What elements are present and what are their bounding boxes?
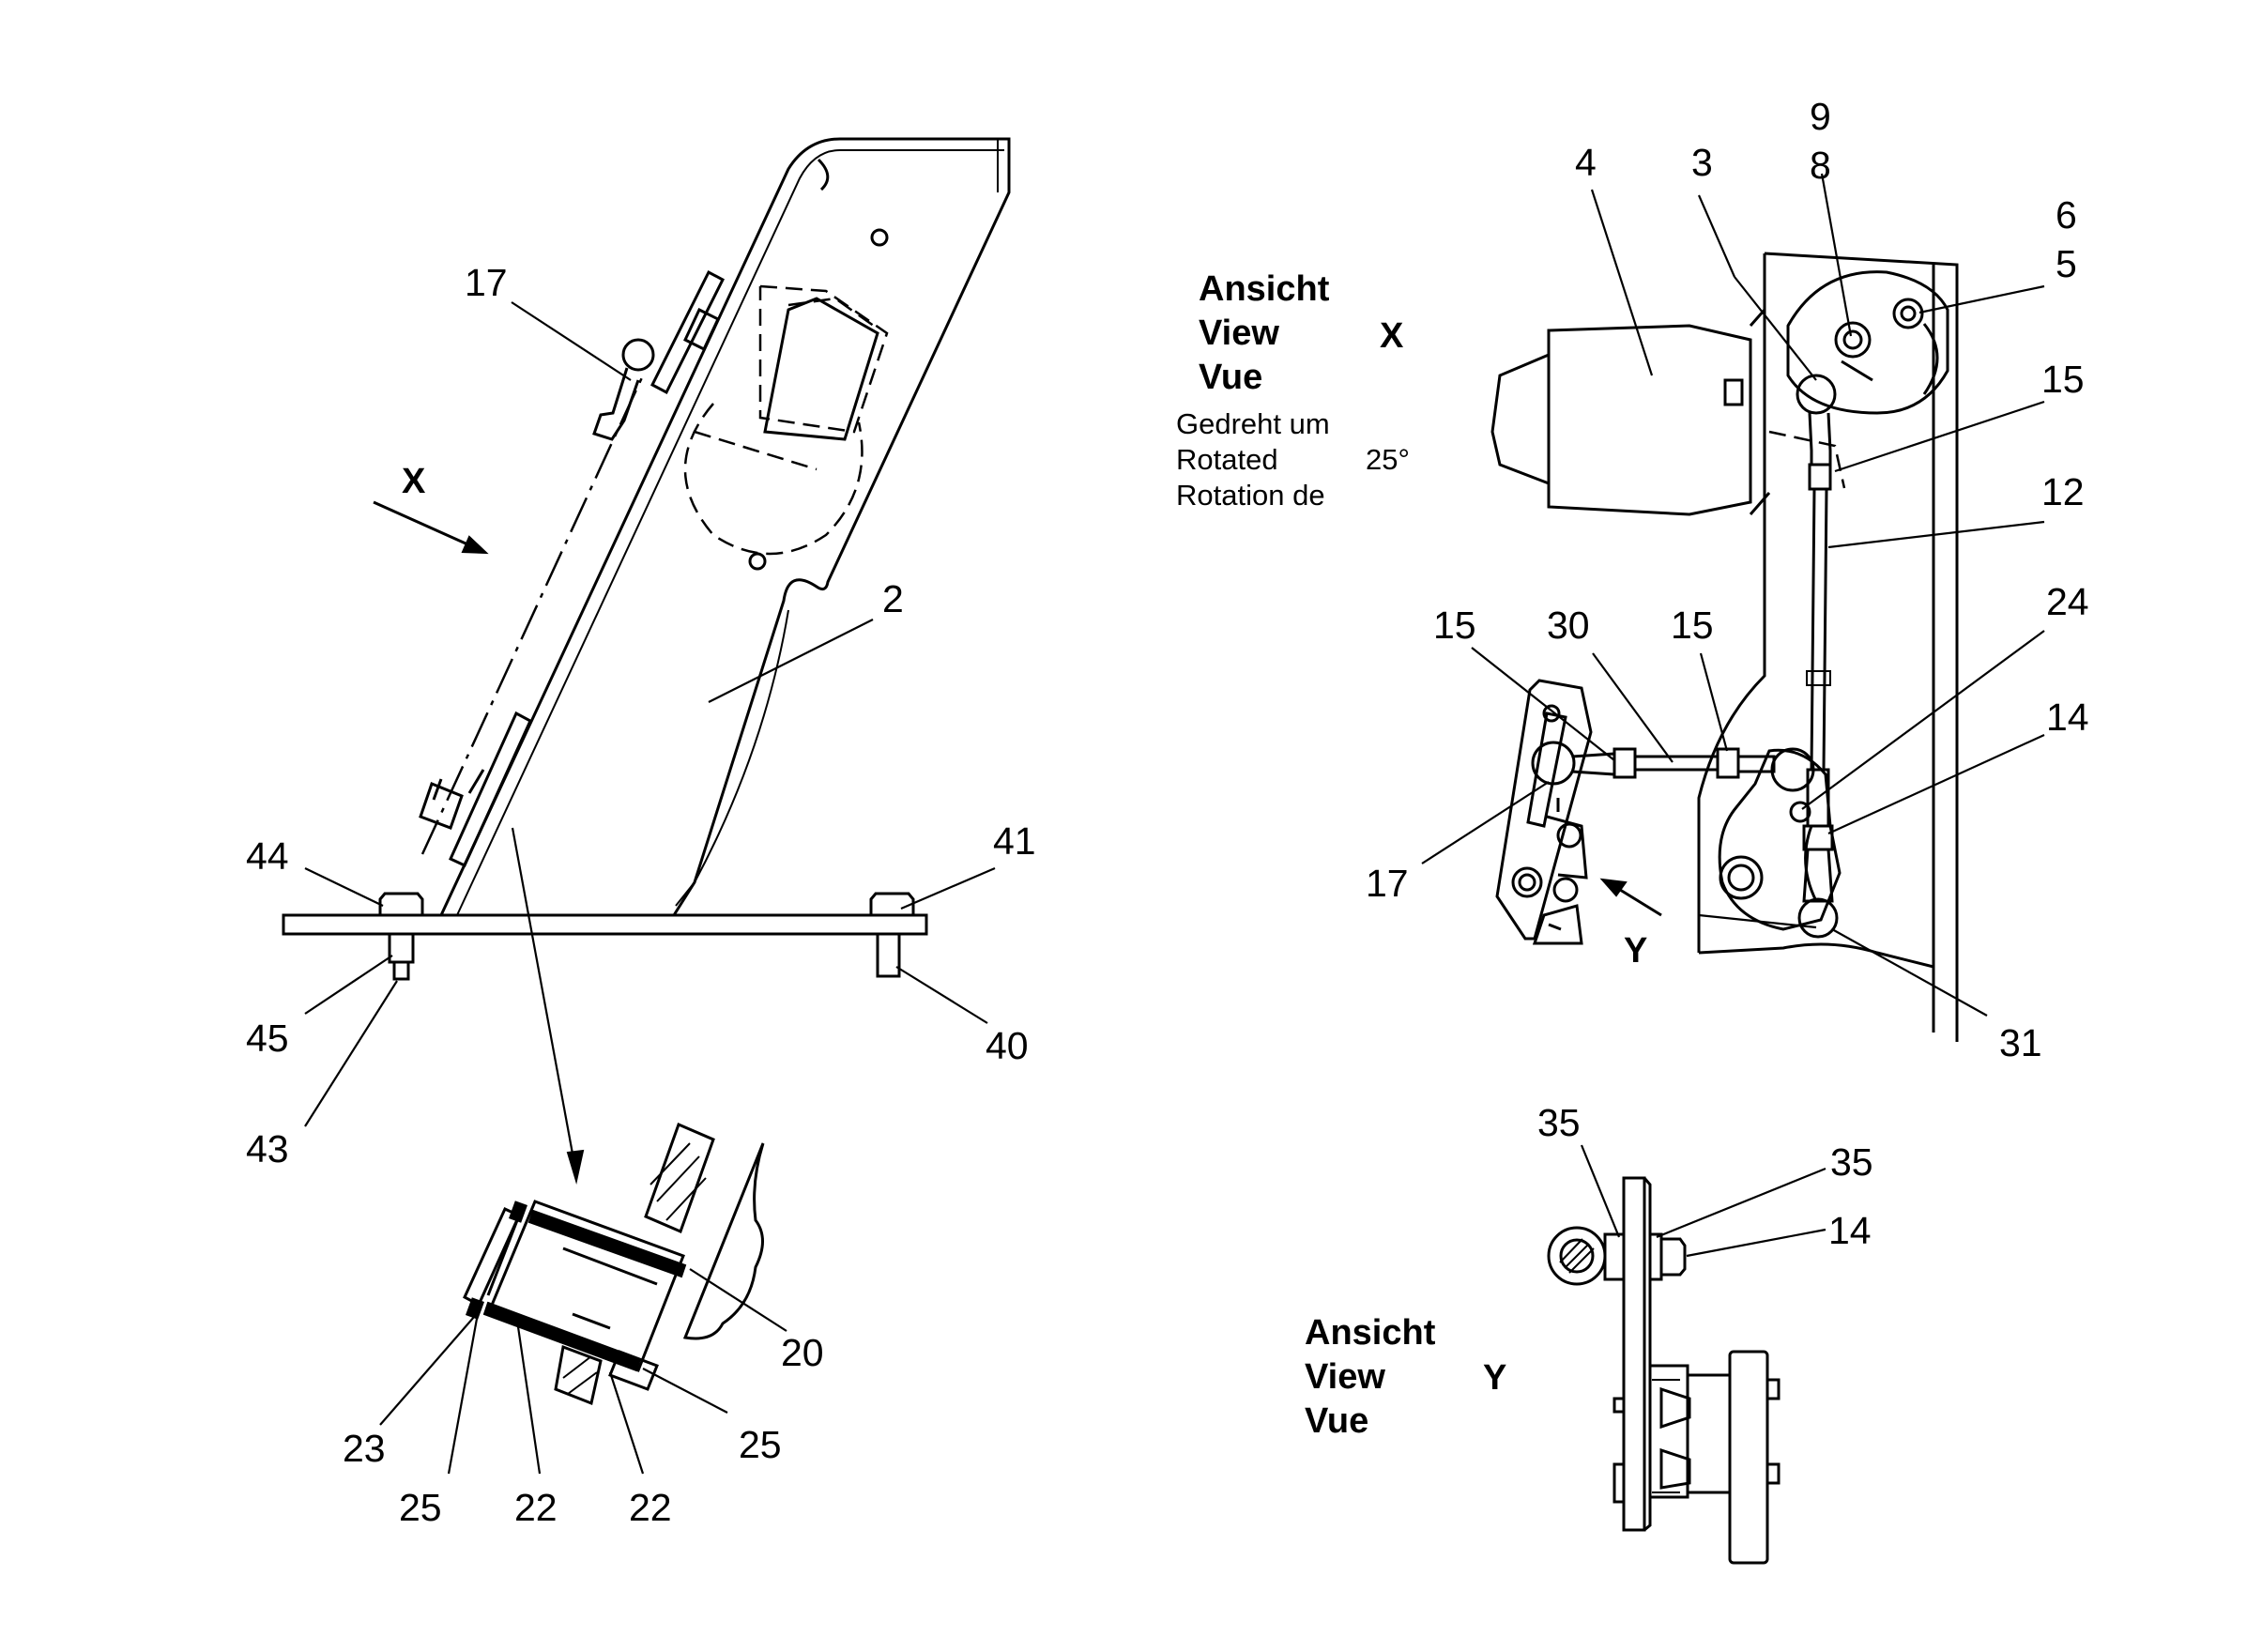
hole xyxy=(870,228,889,247)
view-y-ansicht: Ansicht xyxy=(1305,1313,1436,1353)
view-x-letter: X xyxy=(1380,316,1404,356)
view-y-view: View xyxy=(1305,1357,1385,1397)
view-x-ansicht: Ansicht xyxy=(1199,269,1330,309)
rod-30 xyxy=(1635,755,1719,772)
callout-20: 20 xyxy=(781,1331,824,1374)
bushing-detail xyxy=(463,1122,765,1406)
bracket-section xyxy=(682,1142,765,1340)
callout-44: 44 xyxy=(246,834,289,878)
lever xyxy=(1718,748,1842,931)
base-plate xyxy=(282,913,928,936)
crank-3 xyxy=(1841,359,1873,382)
callout-14: 14 xyxy=(2046,696,2089,739)
nut-15 xyxy=(1612,747,1637,779)
gearbox xyxy=(1786,270,1949,415)
callout-4: 4 xyxy=(1575,141,1597,184)
frame-rail-left xyxy=(1697,253,1766,953)
callout-41: 41 xyxy=(993,819,1036,863)
nut-41 xyxy=(869,892,915,917)
view-arrow-x xyxy=(373,500,475,549)
callout-23: 23 xyxy=(343,1427,386,1470)
callout-35: 35 xyxy=(1830,1140,1873,1184)
rotation-rotated: Rotated xyxy=(1176,443,1278,476)
callout-2: 2 xyxy=(882,577,904,620)
view-labels: X Y Ansicht View Vue X Gedreht um Rotate… xyxy=(402,269,1647,1441)
callout-17: 17 xyxy=(465,261,508,304)
plate xyxy=(1622,1176,1646,1532)
detail-leader xyxy=(511,827,576,1165)
ball-joint-17 xyxy=(621,338,655,372)
rotation-gedreht: Gedreht um xyxy=(1176,407,1330,440)
callout-35: 35 xyxy=(1537,1101,1581,1144)
ball-joint-31 xyxy=(1797,897,1839,939)
callout-15: 15 xyxy=(1433,604,1476,647)
bolt-40 xyxy=(876,934,901,978)
nut-15 xyxy=(1808,463,1832,491)
washer-35 xyxy=(1648,1232,1663,1281)
callout-8: 8 xyxy=(1810,144,1831,187)
callout-43: 43 xyxy=(246,1127,289,1170)
arrow-x-label: X xyxy=(402,462,426,501)
arrow-y-label: Y xyxy=(1624,931,1647,971)
view-x-vue: Vue xyxy=(1199,358,1262,397)
callout-25: 25 xyxy=(739,1423,782,1466)
callout-25: 25 xyxy=(399,1486,442,1529)
motor-hidden xyxy=(758,284,889,434)
pin-24 xyxy=(1789,801,1811,823)
stud-45-43 xyxy=(388,934,415,981)
mount xyxy=(1728,1350,1769,1565)
callout-12: 12 xyxy=(2041,470,2085,513)
callout-9: 9 xyxy=(1810,95,1831,138)
callout-22: 22 xyxy=(514,1486,558,1529)
callout-40: 40 xyxy=(986,1024,1029,1067)
view-y-vue: Vue xyxy=(1305,1401,1368,1441)
rotation-angle: 25° xyxy=(1366,443,1410,476)
main-assembly xyxy=(282,137,1011,1185)
bushing xyxy=(486,1200,685,1372)
callout-5: 5 xyxy=(2056,242,2077,285)
washer-35 xyxy=(1603,1232,1626,1281)
bracket-2 xyxy=(439,137,1011,916)
callout-24: 24 xyxy=(2046,580,2089,623)
view-x xyxy=(1490,252,1959,1042)
callout-17: 17 xyxy=(1366,862,1409,905)
view-x-view: View xyxy=(1199,314,1279,353)
motor-4 xyxy=(1547,324,1752,516)
callout-15: 15 xyxy=(2041,358,2085,401)
callout-14: 14 xyxy=(1828,1209,1872,1252)
rotation-rotation: Rotation de xyxy=(1176,479,1325,512)
bracket-y xyxy=(1495,679,1593,941)
view-y-letter: Y xyxy=(1483,1358,1506,1398)
centerline xyxy=(420,375,645,855)
callout-22: 22 xyxy=(629,1486,672,1529)
screw-5 xyxy=(1892,298,1924,329)
callout-30: 30 xyxy=(1547,604,1590,647)
callout-numbers: 17 2 44 41 45 40 43 20 25 23 25 22 22 9 … xyxy=(246,95,2089,1529)
callout-45: 45 xyxy=(246,1017,289,1060)
bracket-inner-edge xyxy=(456,149,1004,916)
rod-12 xyxy=(1810,488,1828,772)
callout-15: 15 xyxy=(1671,604,1714,647)
motor-hidden-disc xyxy=(683,403,864,556)
view-y xyxy=(1547,1176,1781,1565)
leaders xyxy=(304,173,2045,1475)
callout-6: 6 xyxy=(2056,193,2077,237)
nut-8 xyxy=(1834,321,1872,359)
hole xyxy=(748,552,767,571)
nut-14 xyxy=(1659,1237,1687,1277)
nut-15 xyxy=(1716,747,1740,779)
callout-3: 3 xyxy=(1691,141,1713,184)
bolt-44 xyxy=(378,892,424,917)
frame-rail xyxy=(1764,252,1959,1042)
callout-31: 31 xyxy=(1999,1021,2042,1064)
